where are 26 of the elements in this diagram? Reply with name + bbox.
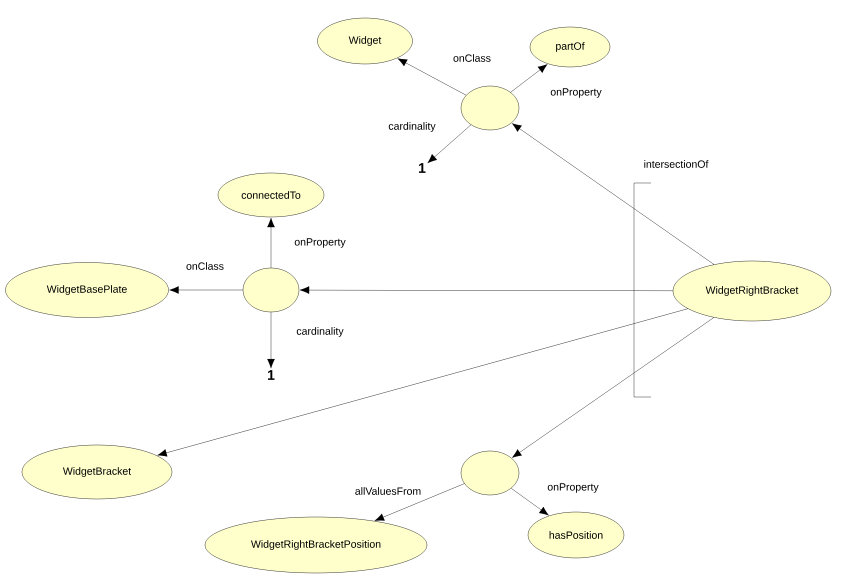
edge-label: onProperty [293, 237, 347, 249]
cardinality-value: 1 [268, 370, 274, 380]
arrow [374, 483, 465, 521]
arrow [267, 218, 275, 268]
arrow [511, 488, 549, 516]
restriction-ellipse [460, 86, 520, 130]
arrow [512, 123, 714, 265]
arrow [267, 312, 275, 368]
edge-label: onClass [452, 53, 492, 63]
edge-label: allValuesFrom [354, 486, 422, 496]
restriction-ellipse [242, 268, 300, 312]
arrow [169, 286, 243, 294]
arrow [512, 317, 714, 458]
arrow [510, 64, 548, 92]
arrow [427, 124, 472, 164]
edge-label: cardinality [387, 121, 437, 133]
edge-label: onProperty [549, 87, 603, 99]
edge-label: onProperty [546, 482, 600, 494]
bracket-label: intersectionOf [644, 160, 708, 168]
cardinality-value: 1 [419, 163, 426, 173]
arrow [398, 58, 466, 96]
arrow [300, 286, 673, 294]
restriction-ellipse [460, 450, 520, 496]
arrow [157, 308, 688, 457]
edge-label: cardinality [295, 326, 345, 338]
edge-label: onClass [185, 261, 225, 271]
